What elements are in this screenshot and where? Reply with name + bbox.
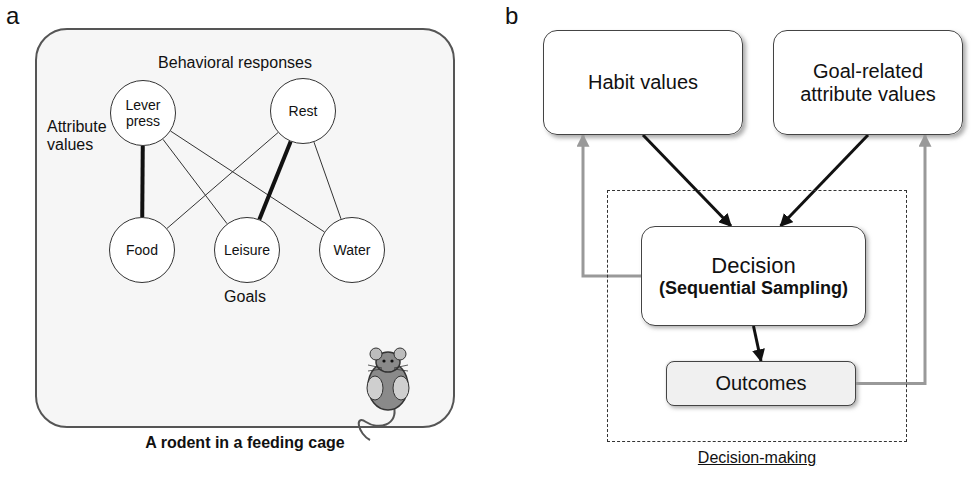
goal-circle: Leisure [214,217,280,283]
node-label: (Sequential Sampling) [649,278,858,299]
response-circle: Lever press [110,80,176,146]
node-caption: A rodent in a feeding cage [0,434,493,452]
panel-letter: a [6,2,19,30]
flow-arrow [583,135,641,276]
cage-ground [35,28,455,428]
goal-circle: Food [109,217,175,283]
habit-values-box: Habit values [543,30,743,135]
attribute-link [140,146,145,217]
attribute-link [314,142,341,219]
node-label: Water [330,242,375,258]
box-shadow [543,30,743,135]
node-label: Food [122,242,162,258]
flow-arrow [754,326,762,361]
box-shadow [665,360,855,405]
node-label: Habit values [578,71,708,94]
decision-box: Decision(Sequential Sampling) [641,226,866,326]
outcomes-box: Outcomes [666,361,856,406]
layer-label: Goals [215,288,275,306]
caption-holder: Decision-making [568,449,946,467]
response-circle: Rest [270,78,336,144]
panel-letter: b [505,2,518,30]
node-label: Decision [701,253,805,278]
node-label: Goal-related attribute values [774,60,962,106]
flow-arrow [643,135,731,226]
goal-circle: Water [319,217,385,283]
cage-panel: A rodent in a feeding cageLever pressRes… [35,28,455,428]
flow-arrow [781,135,869,226]
node-caption: Decision-making [568,449,946,467]
goal-values-box: Goal-related attribute values [773,30,963,135]
attribute-link [259,142,290,220]
box-shadow [773,30,963,135]
box-shadow [640,225,865,325]
flow-arrow [856,135,925,384]
decision-making-region: Decision-makingDecision(Sequential Sampl… [607,190,907,442]
caption-holder: A rodent in a feeding cage [0,434,493,452]
layer-label: Behavioral responses [135,54,335,72]
layer-label: Attribute values [47,118,127,155]
node-label: Lever press [111,97,175,129]
attribute-link [163,139,227,223]
node-label: Outcomes [705,372,816,395]
node-label: Leisure [220,242,274,258]
node-label: Rest [285,103,322,119]
